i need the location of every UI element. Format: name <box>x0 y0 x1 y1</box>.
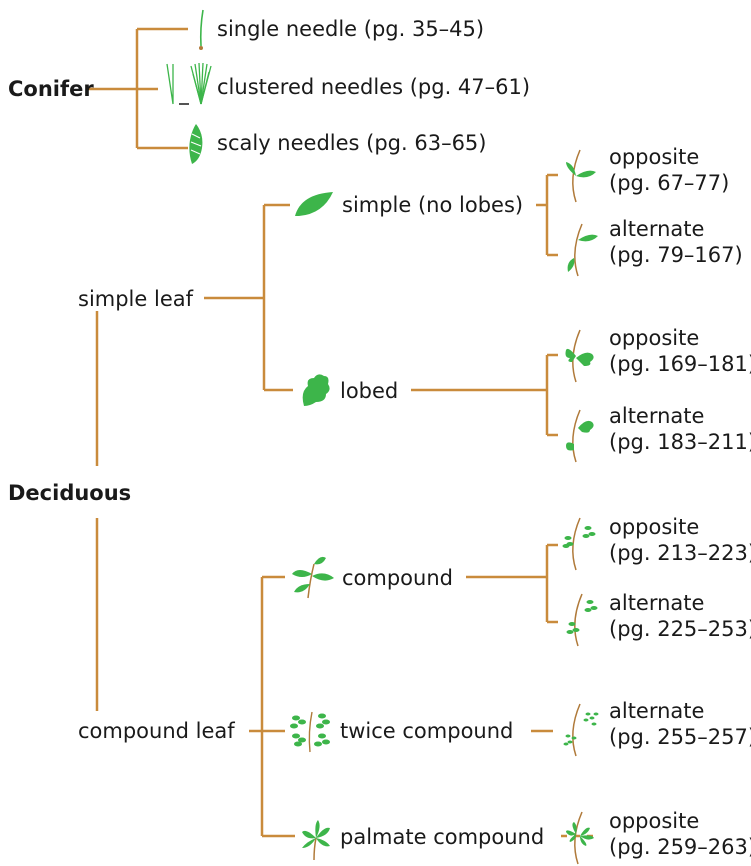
opposite-compound-icon <box>562 517 596 571</box>
arrangement-label: opposite <box>609 515 700 539</box>
simple-leaf-label: simple leaf <box>78 287 194 311</box>
leaf-group-6: alternate (pg. 225–253) <box>609 590 751 642</box>
opposite-simple-icon <box>566 149 596 203</box>
leaf-group-8: opposite (pg. 259–263) <box>609 808 751 860</box>
simple-no-lobes-connector <box>536 173 558 257</box>
compound-leaf-connector <box>249 575 295 838</box>
lobed-connector <box>411 353 558 437</box>
opposite-lobed-icon <box>565 329 594 383</box>
compound-leaf-label: compound leaf <box>78 719 235 743</box>
leaf-group-1: opposite (pg. 67–77) <box>609 144 729 196</box>
page-range-label: (pg. 255–257) <box>609 725 751 749</box>
conifer-connector <box>88 27 188 150</box>
page-range-label: (pg. 79–167) <box>609 243 743 267</box>
deciduous-label: Deciduous <box>8 481 132 505</box>
page-range-label: (pg. 169–181) <box>609 352 751 376</box>
page-range-label: (pg. 67–77) <box>609 171 730 195</box>
page-range-label: (pg. 213–223) <box>609 541 751 565</box>
palmate-compound-label: palmate compound <box>340 825 545 849</box>
clustered-needles-label: clustered needles (pg. 47–61) <box>217 75 531 99</box>
lobed-label: lobed <box>340 379 399 403</box>
simple-leaf-icon <box>295 192 333 216</box>
arrangement-label: opposite <box>609 145 700 169</box>
arrangement-label: opposite <box>609 326 700 350</box>
arrangement-label: alternate <box>609 699 705 723</box>
twice-compound-label: twice compound <box>340 719 514 743</box>
scaly-needles-label: scaly needles (pg. 63–65) <box>217 131 487 155</box>
alternate-twice-compound-icon <box>563 703 599 757</box>
page-range-label: (pg. 183–211) <box>609 430 751 454</box>
alternate-simple-icon <box>567 223 598 277</box>
compound-connector <box>466 543 558 624</box>
compound-label: compound <box>342 566 453 590</box>
leaf-group-7: alternate (pg. 255–257) <box>609 698 751 750</box>
alternate-lobed-icon <box>566 409 594 463</box>
page-range-label: (pg. 259–263) <box>609 835 751 859</box>
twice-compound-leaf-icon <box>290 711 330 753</box>
arrangement-label: alternate <box>609 591 705 615</box>
single-needle-icon <box>199 9 204 50</box>
lobed-leaf-icon <box>302 374 330 406</box>
palmate-compound-leaf-icon <box>302 820 330 861</box>
arrangement-label: alternate <box>609 217 705 241</box>
leaf-group-5: opposite (pg. 213–223) <box>609 514 751 566</box>
conifer-label: Conifer <box>8 77 94 101</box>
opposite-palmate-icon <box>566 811 594 865</box>
single-needle-label: single needle (pg. 35–45) <box>217 17 485 41</box>
alternate-compound-icon <box>566 593 598 647</box>
leaf-group-2: alternate (pg. 79–167) <box>609 216 743 268</box>
page-range-label: (pg. 225–253) <box>609 617 751 641</box>
arrangement-label: alternate <box>609 404 705 428</box>
simple-leaf-connector <box>204 203 293 392</box>
arrangement-label: opposite <box>609 809 700 833</box>
leaf-group-3: opposite (pg. 169–181) <box>609 325 751 377</box>
simple-no-lobes-label: simple (no lobes) <box>342 193 524 217</box>
compound-leaf-icon <box>292 556 334 599</box>
clustered-needles-icon <box>166 62 212 105</box>
scaly-needles-icon <box>189 124 203 164</box>
leaf-group-4: alternate (pg. 183–211) <box>609 403 751 455</box>
